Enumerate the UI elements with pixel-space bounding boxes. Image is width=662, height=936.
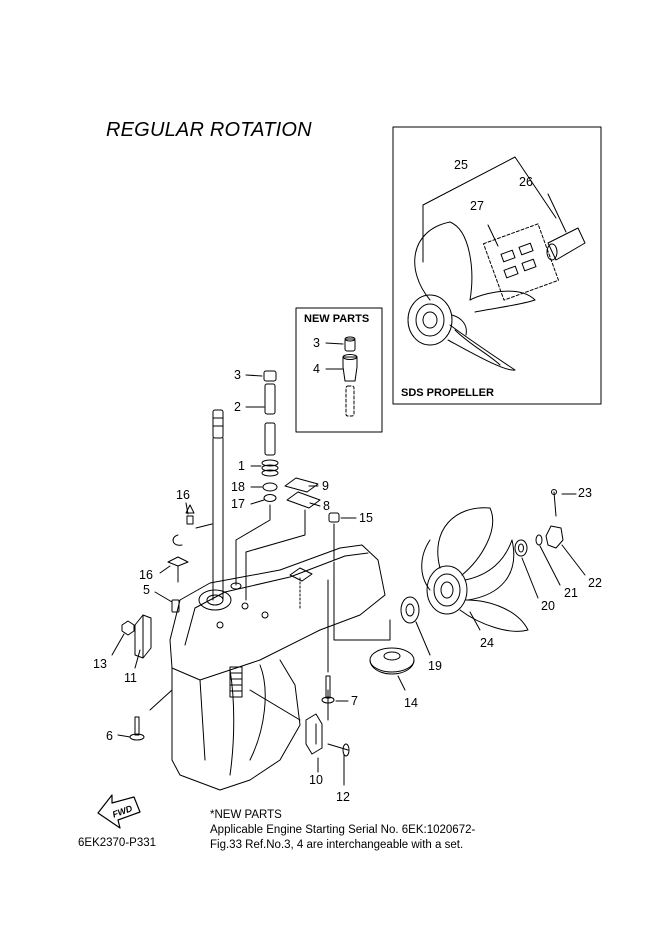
sds-box-label: SDS PROPELLER [401, 387, 494, 399]
left-small-parts [111, 502, 213, 711]
callout-10: 10 [309, 773, 323, 787]
callout-11: 11 [124, 671, 137, 685]
callout-26: 26 [519, 175, 533, 189]
callout-15: 15 [359, 511, 373, 525]
callout-13: 13 [93, 657, 107, 671]
note-line: Fig.33 Ref.No.3, 4 are interchangeable w… [210, 839, 464, 851]
callout-17: 17 [231, 497, 245, 511]
note-line: Applicable Engine Starting Serial No. 6E… [210, 824, 476, 836]
callout-1: 1 [238, 459, 245, 473]
fwd-label: FWD [111, 803, 134, 820]
callout-22: 22 [588, 576, 602, 590]
fwd-arrow-icon [97, 794, 141, 829]
callout-18: 18 [231, 480, 245, 494]
new-parts-callout-3: 3 [313, 336, 320, 350]
drive-shaft-parts [245, 370, 357, 561]
callout-8: 8 [323, 499, 330, 513]
new-parts-box-label: NEW PARTS [304, 313, 370, 325]
callout-16-upper: 16 [176, 488, 190, 502]
sds-propeller-drawing [407, 156, 586, 371]
main-propeller [400, 489, 586, 656]
new-parts-drawing [325, 336, 358, 417]
callout-5: 5 [143, 583, 150, 597]
callout-24: 24 [480, 636, 494, 650]
notes-block: *NEW PARTS Applicable Engine Starting Se… [210, 808, 475, 853]
drive-shaft [212, 409, 224, 601]
leader-lines [235, 504, 391, 721]
new-parts-box-frame [295, 307, 383, 433]
callout-14: 14 [404, 696, 418, 710]
bolt-7 [321, 675, 349, 704]
trim-tab-14 [369, 647, 415, 691]
callout-6: 6 [106, 729, 113, 743]
anode-10-bolt-12 [249, 689, 350, 786]
figure-code: 6EK2370-P331 [78, 837, 157, 849]
lower-casing [169, 544, 386, 791]
callout-27: 27 [470, 199, 484, 213]
page-title: REGULAR ROTATION [106, 119, 312, 141]
callout-21: 21 [564, 586, 578, 600]
callout-16-lower: 16 [139, 568, 153, 582]
callout-20: 20 [541, 599, 555, 613]
callout-23: 23 [578, 486, 592, 500]
callout-2: 2 [234, 400, 241, 414]
callout-12: 12 [336, 790, 350, 804]
bolt-6 [117, 716, 145, 741]
callout-7: 7 [351, 694, 358, 708]
note-line: *NEW PARTS [210, 809, 282, 821]
new-parts-callout-4: 4 [313, 362, 320, 376]
callout-9: 9 [322, 479, 329, 493]
sds-box-frame [392, 126, 602, 405]
callout-3: 3 [234, 368, 241, 382]
callout-19: 19 [428, 659, 442, 673]
callout-25: 25 [454, 158, 468, 172]
